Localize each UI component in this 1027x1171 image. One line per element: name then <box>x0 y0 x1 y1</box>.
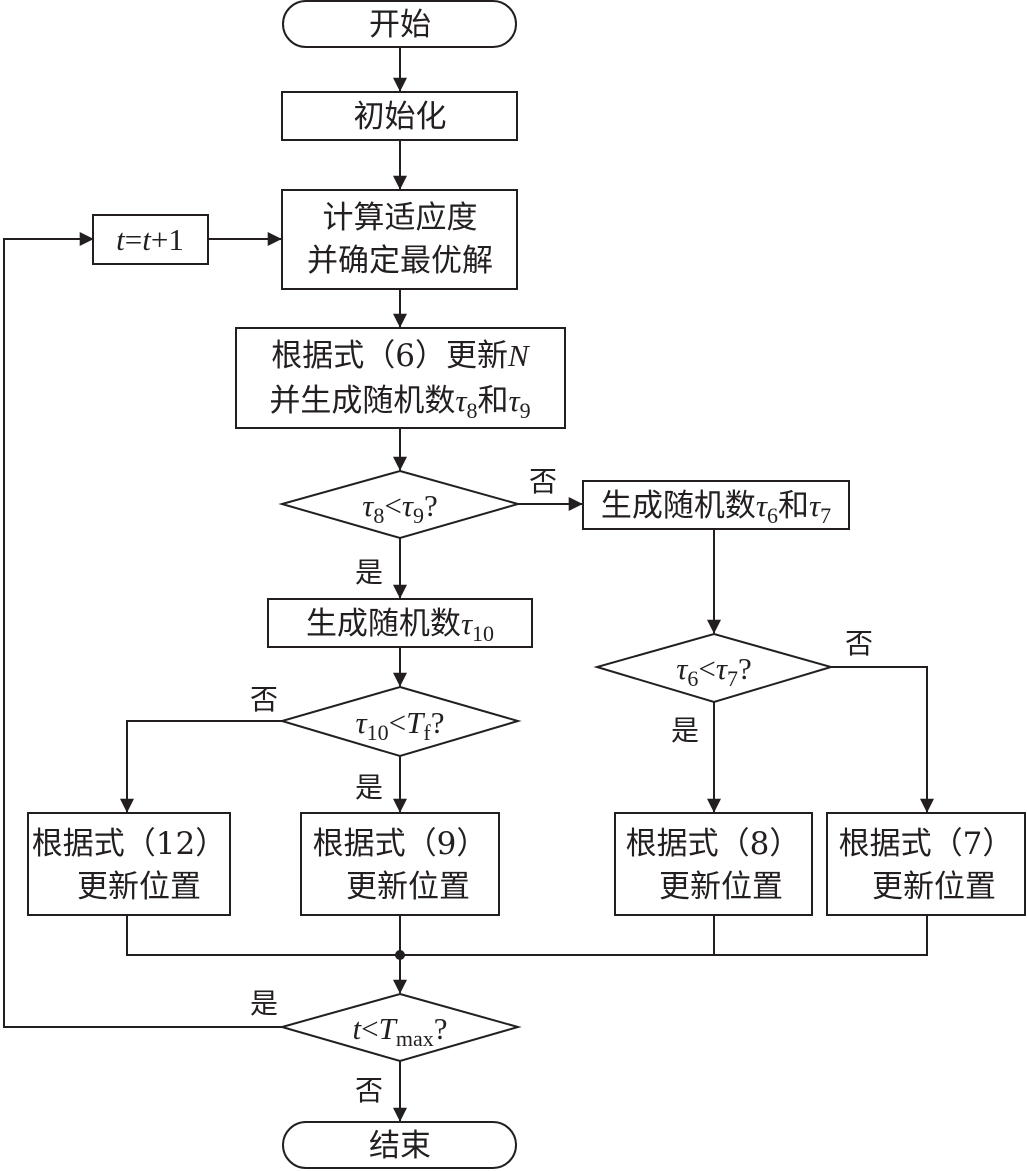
update12-line2: 更新位置 <box>77 869 201 905</box>
decision-t-Tmax: t<Tmax? <box>278 992 522 1063</box>
rand-tau10-label: 生成随机数τ10 <box>306 606 494 646</box>
edge-label-tau6-no: 否 <box>845 627 873 660</box>
edge-label-tau8-no: 否 <box>529 465 557 498</box>
update9-line2: 更新位置 <box>346 869 470 905</box>
init-label: 初始化 <box>354 99 447 135</box>
decision-tau10-Tf-label: τ10<Tf? <box>356 705 445 745</box>
decision-t-Tmax-label: t<Tmax? <box>352 1011 447 1051</box>
update7-line2: 更新位置 <box>872 869 996 905</box>
update8-line1: 根据式（8） <box>626 826 801 862</box>
increment-label: t=t+1 <box>116 222 184 257</box>
edge-label-tau6-yes: 是 <box>671 714 699 747</box>
edge-label-tau8-yes: 是 <box>355 556 383 589</box>
arrow-decision4-yes-loop <box>3 232 282 1028</box>
edge-label-tmax-no: 否 <box>355 1074 383 1107</box>
node-end: 结束 <box>282 1121 517 1169</box>
node-start: 开始 <box>282 0 517 48</box>
decision-tau6-tau7-label: τ6<τ7? <box>676 651 751 691</box>
decision-tau8-tau9-label: τ8<τ9? <box>362 488 437 528</box>
node-rand-tau6-tau7: 生成随机数τ6和τ7 <box>582 480 850 530</box>
node-update8: 根据式（8） 更新位置 <box>614 812 813 916</box>
end-label: 结束 <box>369 1128 431 1164</box>
decision-tau10-Tf: τ10<Tf? <box>278 685 522 758</box>
rand-tau6-tau7-label: 生成随机数τ6和τ7 <box>601 488 831 528</box>
fitness-line2: 并确定最优解 <box>307 243 493 279</box>
edge-label-tau10-yes: 是 <box>355 771 383 804</box>
update7-line1: 根据式（7） <box>839 826 1014 862</box>
node-increment: t=t+1 <box>92 214 209 265</box>
arrow-decision2-no <box>120 720 282 813</box>
node-update12: 根据式（12） 更新位置 <box>27 812 231 916</box>
node-rand-tau10: 生成随机数τ10 <box>267 598 533 648</box>
update9-line1: 根据式（9） <box>313 826 488 862</box>
node-updateN: 根据式（6）更新N 并生成随机数τ8和τ9 <box>235 327 566 429</box>
merge-line <box>126 915 928 956</box>
edge-label-tmax-yes: 是 <box>250 987 278 1020</box>
node-update9: 根据式（9） 更新位置 <box>300 812 500 916</box>
update12-line1: 根据式（12） <box>32 826 226 862</box>
update8-line2: 更新位置 <box>659 869 783 905</box>
connectors <box>3 48 934 1122</box>
edge-labels: 否 是 否 是 否 是 是 否 <box>250 465 873 1107</box>
fitness-line1: 计算适应度 <box>323 200 478 236</box>
decision-tau6-tau7: τ6<τ7? <box>593 632 835 704</box>
start-label: 开始 <box>369 7 431 43</box>
node-init: 初始化 <box>281 91 518 141</box>
edge-label-tau10-no: 否 <box>250 683 278 716</box>
arrow-decision3-no <box>831 666 934 813</box>
updateN-line1: 根据式（6）更新N <box>271 338 531 374</box>
updateN-line2: 并生成随机数τ8和τ9 <box>269 383 530 423</box>
node-fitness: 计算适应度 并确定最优解 <box>281 189 518 290</box>
node-update7: 根据式（7） 更新位置 <box>826 812 1026 916</box>
decision-tau8-tau9: τ8<τ9? <box>278 469 522 540</box>
